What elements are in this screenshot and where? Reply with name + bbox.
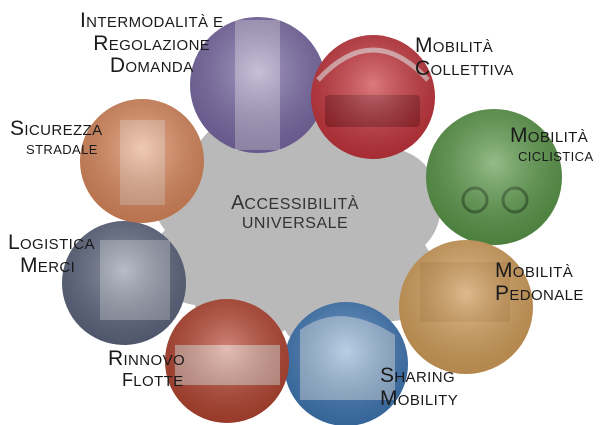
- label-cap: L: [8, 231, 20, 254]
- center-blob: [152, 107, 441, 350]
- label-rest: obility: [397, 391, 459, 409]
- label-cap: M: [510, 124, 528, 147]
- circle-sicurezza-stradale: [80, 99, 204, 223]
- circle-logistica-merci: [62, 221, 186, 345]
- label-rest: obilità: [432, 39, 494, 56]
- label-rest: obilità: [527, 129, 589, 146]
- label-rest: ciclistica: [518, 148, 594, 164]
- label-rest: ogistica: [19, 236, 95, 253]
- label-rest: omanda: [125, 59, 194, 77]
- label-rest: ntermodalità: [86, 14, 209, 31]
- label-cap: M: [495, 259, 513, 282]
- center-line1-rest: ccessibilità: [244, 196, 359, 213]
- label-cap: R: [108, 347, 124, 370]
- label-cap: C: [415, 56, 431, 80]
- label-mobilita-pedonale: Mobilità Pedonale: [495, 259, 584, 305]
- label-rest: erci: [37, 258, 76, 276]
- label-cap: M: [20, 253, 38, 277]
- label-cap: D: [109, 54, 126, 78]
- label-suffix: e: [208, 14, 224, 31]
- circle-mobilita-ciclistica: [426, 109, 562, 245]
- center-line2: universale: [241, 215, 349, 232]
- label-rest: obilità: [512, 264, 574, 281]
- center-label: Accessibilità universale: [200, 192, 390, 233]
- label-rest: edonale: [509, 286, 584, 304]
- circle-mobilita-pedonale: [399, 240, 533, 374]
- label-cap: M: [415, 34, 433, 57]
- label-cap: P: [495, 281, 510, 305]
- label-cap: R: [93, 31, 109, 55]
- label-rinnovo-flotte: Rinnovo Flotte: [108, 347, 186, 390]
- circle-sharing-mobility: [284, 302, 408, 425]
- label-cap: S: [10, 117, 25, 140]
- circle-intermodalita: [190, 17, 326, 153]
- label-logistica-merci: Logistica Merci: [8, 231, 95, 277]
- label-mobilita-collettiva: Mobilità Collettiva: [415, 34, 514, 80]
- label-rest: haring: [394, 369, 456, 386]
- label-sicurezza-stradale: Sicurezza stradale: [10, 117, 103, 158]
- label-rest: egolazione: [108, 36, 211, 54]
- circle-mobilita-collettiva: [311, 35, 435, 159]
- label-intermodalita: Intermodalità e Regolazione Domanda: [80, 9, 224, 78]
- label-cap: M: [380, 386, 398, 410]
- label-cap: I: [80, 9, 87, 32]
- label-rest: ollettiva: [430, 61, 514, 79]
- label-rest: lotte: [133, 372, 184, 390]
- circle-rinnovo-flotte: [165, 299, 289, 423]
- label-cap: F: [122, 369, 134, 390]
- label-rest: innovo: [123, 352, 186, 369]
- label-cap: S: [380, 364, 395, 387]
- label-sharing-mobility: Sharing Mobility: [380, 364, 459, 410]
- label-rest: stradale: [26, 141, 98, 157]
- label-rest: icurezza: [24, 122, 103, 139]
- label-mobilita-ciclistica: Mobilità ciclistica: [510, 124, 594, 165]
- center-line1-cap: A: [231, 192, 245, 214]
